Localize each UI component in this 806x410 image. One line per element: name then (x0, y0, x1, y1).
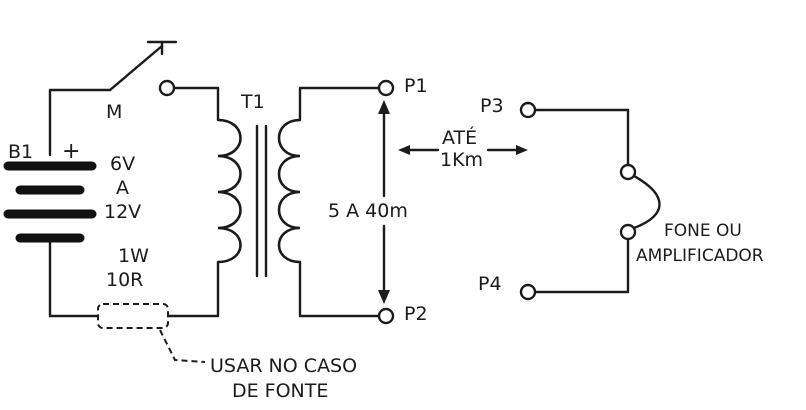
note-line-1: USAR NO CASO (210, 355, 357, 377)
note-line-2: DE FONTE (232, 380, 328, 402)
battery-voltage-sep: A (116, 177, 129, 199)
p4-label: P4 (478, 273, 502, 295)
distance-arrow (378, 100, 390, 304)
range-arrow (398, 145, 528, 155)
distance-label: 5 A 40m (328, 200, 408, 222)
resistor-value-label: 10R (106, 269, 143, 291)
p1-label: P1 (404, 75, 428, 97)
range-label-top: ATÉ (442, 126, 477, 149)
output-circuit (519, 101, 661, 301)
switch-label: M (106, 101, 122, 123)
p2-label: P2 (404, 303, 428, 325)
p3-label: P3 (480, 95, 504, 117)
battery-plus-label: + (62, 139, 80, 164)
range-label-bottom: 1Km (440, 149, 483, 171)
output-label-bottom: AMPLIFICADOR (636, 246, 764, 266)
resistor-10r (97, 260, 220, 363)
battery-voltage-min: 6V (110, 153, 135, 175)
battery-label: B1 (8, 141, 33, 163)
battery-voltage-max: 12V (104, 201, 141, 223)
transformer-t1 (217, 79, 395, 325)
switch-m (108, 40, 220, 122)
resistor-power-label: 1W (118, 245, 149, 267)
battery-circuit (3, 88, 112, 318)
output-label-top: FONE OU (664, 221, 742, 241)
transformer-label: T1 (240, 91, 265, 113)
